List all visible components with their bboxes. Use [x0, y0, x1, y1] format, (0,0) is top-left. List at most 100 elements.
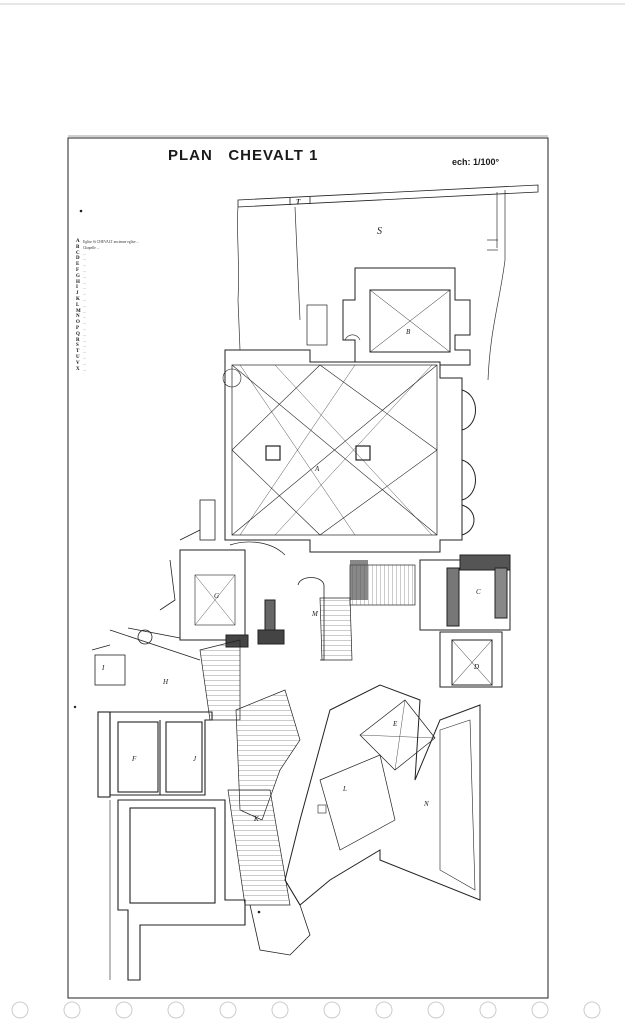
legend-text: ... — [83, 263, 86, 268]
room-d — [439, 631, 503, 688]
legend-text: ... — [83, 326, 86, 331]
legend-text: ... — [83, 315, 86, 320]
chapel-b — [342, 267, 471, 366]
legend-text: ... — [83, 268, 86, 273]
legend-text: ... — [83, 251, 86, 256]
legend-key: Q — [76, 331, 80, 337]
legend-item: R... — [76, 337, 226, 343]
legend-text: ... — [83, 344, 86, 349]
legend-text: ... — [83, 367, 86, 372]
legend-key: E — [76, 262, 80, 268]
north-wall — [237, 184, 539, 208]
room-label-i: I — [102, 664, 105, 672]
legend-key: F — [76, 267, 80, 273]
legend-item: O... — [76, 320, 226, 326]
nave-a — [222, 334, 476, 553]
room-label-f: F — [132, 755, 137, 763]
legend-item: I... — [76, 285, 226, 291]
room-label-a: A — [315, 465, 320, 473]
room-label-n: N — [424, 800, 429, 808]
legend-item: G... — [76, 273, 226, 279]
room-label-e: E — [393, 720, 398, 728]
legend-text: ... — [83, 332, 86, 337]
room-g — [179, 541, 286, 648]
legend-key: P — [76, 325, 80, 331]
room-label-k: K — [254, 815, 259, 823]
legend-key: S — [76, 343, 79, 349]
fan-stair — [199, 639, 241, 721]
street-edges — [237, 190, 506, 381]
binder-holes — [11, 1001, 601, 1019]
legend-text: ... — [83, 292, 86, 297]
legend-text: ... — [83, 321, 86, 326]
room-label-c: C — [476, 588, 481, 596]
legend-text: ... — [83, 338, 86, 343]
legend-item: V... — [76, 360, 226, 366]
legend-key: A — [76, 239, 80, 244]
legend-key: M — [76, 308, 81, 314]
legend-key: L — [76, 302, 80, 308]
room-label-d: D — [474, 663, 480, 671]
legend-item: D... — [76, 256, 226, 262]
legend-key: K — [76, 296, 80, 302]
rooms-f-j — [97, 711, 213, 798]
room-h — [91, 629, 201, 686]
room-label-b: B — [406, 328, 411, 336]
legend-text: ... — [83, 309, 86, 314]
stair-central — [319, 597, 353, 661]
registration-dot — [79, 209, 83, 213]
room-c — [419, 554, 511, 631]
legend-text: ... — [83, 361, 86, 366]
legend-item: U... — [76, 354, 226, 360]
legend-text: ... — [83, 280, 86, 285]
legend-item: L... — [76, 302, 226, 308]
legend-text: ... — [83, 303, 86, 308]
legend-item: J... — [76, 291, 226, 297]
legend-item: M... — [76, 308, 226, 314]
legend-text: ... — [83, 274, 86, 279]
plan-title: PLAN CHEVALT 1 — [168, 147, 319, 164]
room-label-g: G — [214, 592, 220, 600]
legend-key: R — [76, 337, 80, 343]
scale-label: ech: 1/100° — [452, 157, 500, 167]
legend-text: Chapelle ... — [83, 245, 100, 250]
legend-text: Eglise St CHEVALT ancienne eglise ... — [83, 240, 140, 244]
legend-key: I — [76, 285, 78, 291]
legend-item: K... — [76, 296, 226, 302]
legend-text: ... — [83, 355, 86, 360]
room-label-h: H — [163, 678, 169, 686]
legend-key: H — [76, 279, 80, 285]
legend-text: ... — [83, 297, 86, 302]
legend-key: B — [76, 244, 80, 250]
legend-item: H... — [76, 279, 226, 285]
room-label-j: J — [193, 755, 197, 763]
legend-text: ... — [83, 350, 86, 355]
room-label-l: L — [343, 785, 347, 793]
room-label-s: S — [377, 226, 382, 237]
room-label-t: T — [296, 198, 301, 206]
legend-item: F... — [76, 267, 226, 273]
legend-key: J — [76, 291, 79, 297]
legend-item: P... — [76, 325, 226, 331]
legend-key: V — [76, 360, 80, 366]
legend-key: G — [76, 273, 80, 279]
legend-key: O — [76, 320, 80, 326]
legend-item: C... — [76, 250, 226, 256]
legend-item: X... — [76, 366, 226, 372]
legend-text: ... — [83, 286, 86, 291]
legend-key: U — [76, 354, 80, 360]
legend-key: N — [76, 314, 80, 320]
legend-key: D — [76, 256, 80, 262]
room-z — [109, 799, 246, 981]
legend-key: C — [76, 250, 80, 256]
legend-item: Q... — [76, 331, 226, 337]
room-label-m: M — [312, 610, 318, 618]
legend-item: E... — [76, 262, 226, 268]
legend-key: X — [76, 366, 80, 372]
legend-item: S... — [76, 343, 226, 349]
legend-key: T — [76, 349, 80, 355]
